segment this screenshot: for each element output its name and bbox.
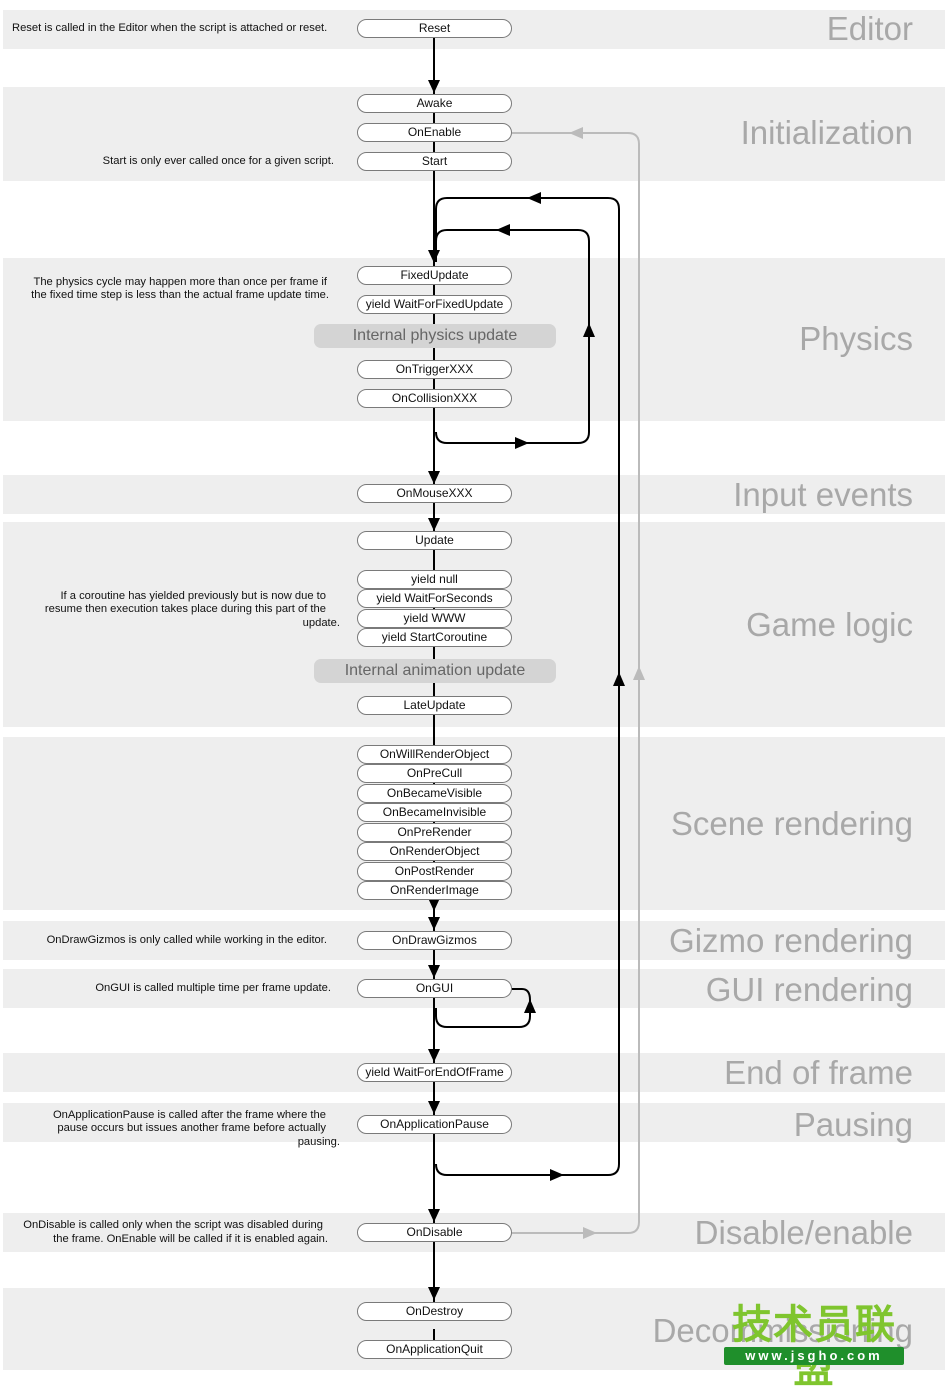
- node-ondisable: OnDisable: [357, 1223, 512, 1242]
- node-reset: Reset: [357, 19, 512, 38]
- note-coroutine-line1: If a coroutine has yielded previously bu…: [60, 590, 326, 602]
- internal-physics-update: Internal physics update: [314, 324, 556, 348]
- node-awake: Awake: [357, 94, 512, 113]
- note-pause-line3: pausing.: [297, 1136, 340, 1148]
- section-title-endframe: End of frame: [724, 1054, 913, 1091]
- node-yield-waitforfixedupdate: yield WaitForFixedUpdate: [357, 295, 512, 314]
- note-gui: OnGUI is called multiple time per frame …: [95, 982, 331, 994]
- section-title-scene: Scene rendering: [670, 805, 913, 842]
- node-ontriggerxxx: OnTriggerXXX: [357, 360, 512, 379]
- node-ondrawgizmos: OnDrawGizmos: [357, 931, 512, 950]
- section-title-disable: Disable/enable: [694, 1214, 913, 1251]
- watermark-url: www.jsgho.com: [724, 1347, 904, 1365]
- node-fixedupdate: FixedUpdate: [357, 266, 512, 285]
- section-title-gizmo: Gizmo rendering: [669, 922, 913, 959]
- node-onprecull: OnPreCull: [357, 764, 512, 783]
- node-ongui: OnGUI: [357, 979, 512, 998]
- node-ondestroy: OnDestroy: [357, 1302, 512, 1321]
- node-yield-waitforseconds: yield WaitForSeconds: [357, 589, 512, 608]
- node-onapplicationpause: OnApplicationPause: [357, 1115, 512, 1134]
- section-title-editor: Editor: [826, 10, 913, 47]
- section-title-gui: GUI rendering: [705, 971, 913, 1008]
- section-title-input: Input events: [733, 476, 913, 513]
- node-onmousexxx: OnMouseXXX: [357, 484, 512, 503]
- note-start: Start is only ever called once for a giv…: [102, 155, 334, 167]
- note-disable-line1: OnDisable is called only when the script…: [23, 1219, 323, 1231]
- node-yield-waitforendofframe: yield WaitForEndOfFrame: [357, 1063, 512, 1082]
- node-onpostrender: OnPostRender: [357, 862, 512, 881]
- node-oncollisionxxx: OnCollisionXXX: [357, 389, 512, 408]
- node-onrenderimage: OnRenderImage: [357, 881, 512, 900]
- node-start: Start: [357, 152, 512, 171]
- node-yield-www: yield WWW: [357, 609, 512, 628]
- note-disable-line2: the frame. OnEnable will be called if it…: [53, 1233, 328, 1245]
- note-pause-line2: pause occurs but issues another frame be…: [57, 1122, 326, 1134]
- note-gizmos: OnDrawGizmos is only called while workin…: [46, 934, 327, 946]
- section-title-gamelogic: Game logic: [746, 606, 913, 643]
- node-yield-null: yield null: [357, 570, 512, 589]
- node-onprerender: OnPreRender: [357, 823, 512, 842]
- node-onenable: OnEnable: [357, 123, 512, 142]
- note-reset: Reset is called in the Editor when the s…: [12, 22, 328, 34]
- node-onbecameinvisible: OnBecameInvisible: [357, 803, 512, 822]
- note-physics-line2: the fixed time step is less than the act…: [31, 289, 329, 301]
- note-pause-line1: OnApplicationPause is called after the f…: [52, 1109, 326, 1121]
- node-onwillrenderobject: OnWillRenderObject: [357, 745, 512, 764]
- section-title-decommission: Decommissioning: [652, 1312, 913, 1349]
- node-onbecamevisible: OnBecameVisible: [357, 784, 512, 803]
- node-update: Update: [357, 531, 512, 550]
- internal-animation-update: Internal animation update: [314, 659, 556, 683]
- note-coroutine-line2: resume then execution takes place during…: [44, 603, 326, 615]
- note-physics-line1: The physics cycle may happen more than o…: [33, 276, 327, 288]
- section-title-initialization: Initialization: [740, 114, 913, 151]
- node-onapplicationquit: OnApplicationQuit: [357, 1340, 512, 1359]
- section-title-physics: Physics: [799, 320, 913, 357]
- note-coroutine-line3: update.: [302, 617, 340, 629]
- watermark-logo: 技术员联盟 www.jsgho.com: [718, 1303, 910, 1391]
- node-yield-startcoroutine: yield StartCoroutine: [357, 628, 512, 647]
- section-title-pausing: Pausing: [793, 1106, 913, 1143]
- node-lateupdate: LateUpdate: [357, 696, 512, 715]
- node-onrenderobject: OnRenderObject: [357, 842, 512, 861]
